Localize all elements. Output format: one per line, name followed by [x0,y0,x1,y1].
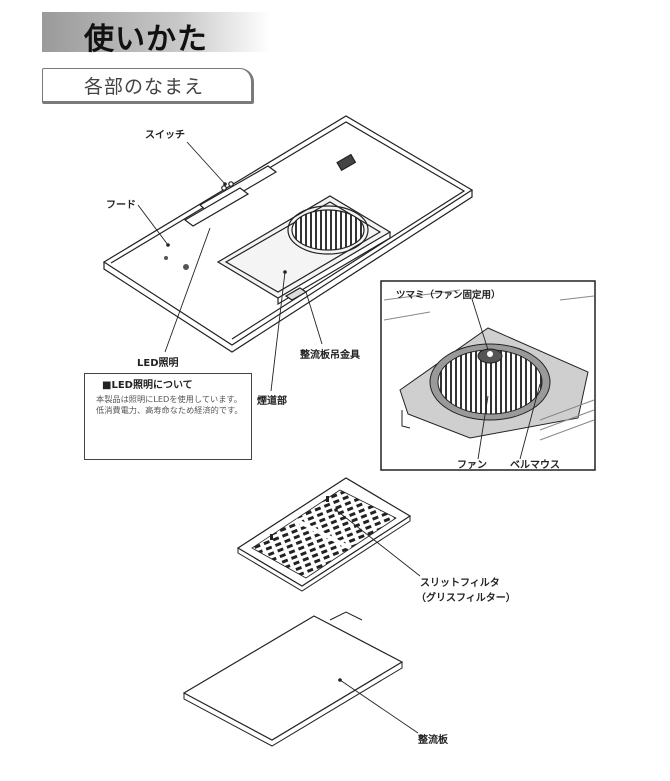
label-grease-filter: （グリスフィルター） [416,593,516,604]
label-plate-bracket: 整流板吊金具 [300,350,360,361]
plate-dot [338,678,342,682]
label-led: LED照明 [137,358,179,369]
rectifier-plate-drawing [182,611,404,747]
label-hood: フード [106,200,136,211]
switch-dot [223,182,227,186]
label-knob: ツマミ（ファン固定用） [396,290,501,301]
fan-closeup-inset [380,280,596,471]
hood-drawing [102,115,474,353]
label-slit-filter: スリットフィルタ [420,578,500,589]
leader-lines [137,141,541,734]
page-title: 使いかた [84,22,208,57]
section-heading: 各部のなまえ [84,76,205,98]
led-note-body: 本製品は照明にLEDを使用しています。低消費電力、高寿命なため経済的です。 [96,394,243,415]
label-bellmouth: ベルマウス [510,460,560,471]
filter-dot [334,508,338,512]
label-rectifier-plate: 整流板 [418,735,448,746]
slit-filter-drawing [236,477,412,592]
hood-dot [166,243,170,247]
led-note-title: ■LED照明について [102,376,193,391]
title-band [42,12,270,52]
label-switch: スイッチ [145,130,185,141]
section-heading-box [42,68,254,104]
label-fan: ファン [457,460,487,471]
label-smoke-duct: 煙道部 [257,396,287,407]
duct-dot [283,270,287,274]
